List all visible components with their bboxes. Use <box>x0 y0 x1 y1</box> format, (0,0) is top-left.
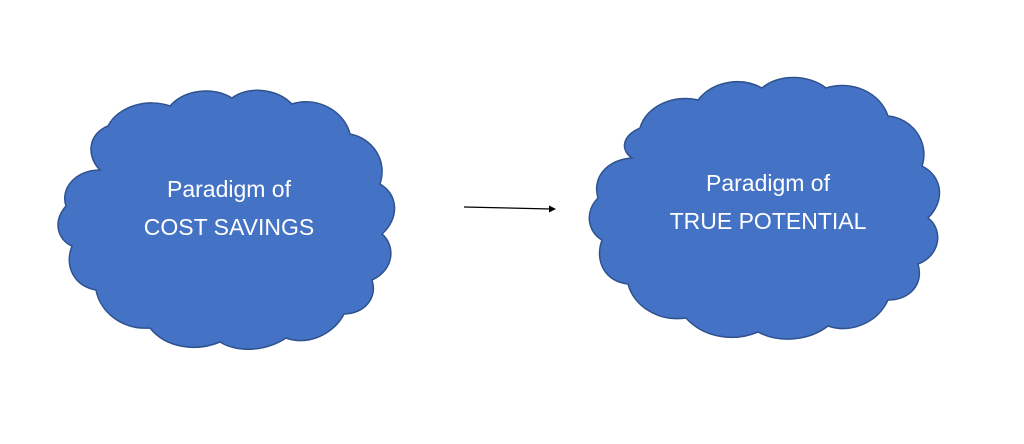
cloud-true-potential: Paradigm of TRUE POTENTIAL <box>588 76 941 340</box>
cloud-left-line1: Paradigm of <box>167 176 292 202</box>
transition-arrow <box>463 205 556 213</box>
cloud-cost-savings: Paradigm of COST SAVINGS <box>57 89 396 350</box>
cloud-right-line2: TRUE POTENTIAL <box>670 208 867 234</box>
arrow-head <box>549 205 556 213</box>
arrow-shaft <box>463 206 552 210</box>
cloud-left-line2: COST SAVINGS <box>144 214 314 240</box>
cloud-left-shape <box>57 89 396 350</box>
cloud-right-shape <box>588 76 941 340</box>
cloud-right-line1: Paradigm of <box>706 170 831 196</box>
